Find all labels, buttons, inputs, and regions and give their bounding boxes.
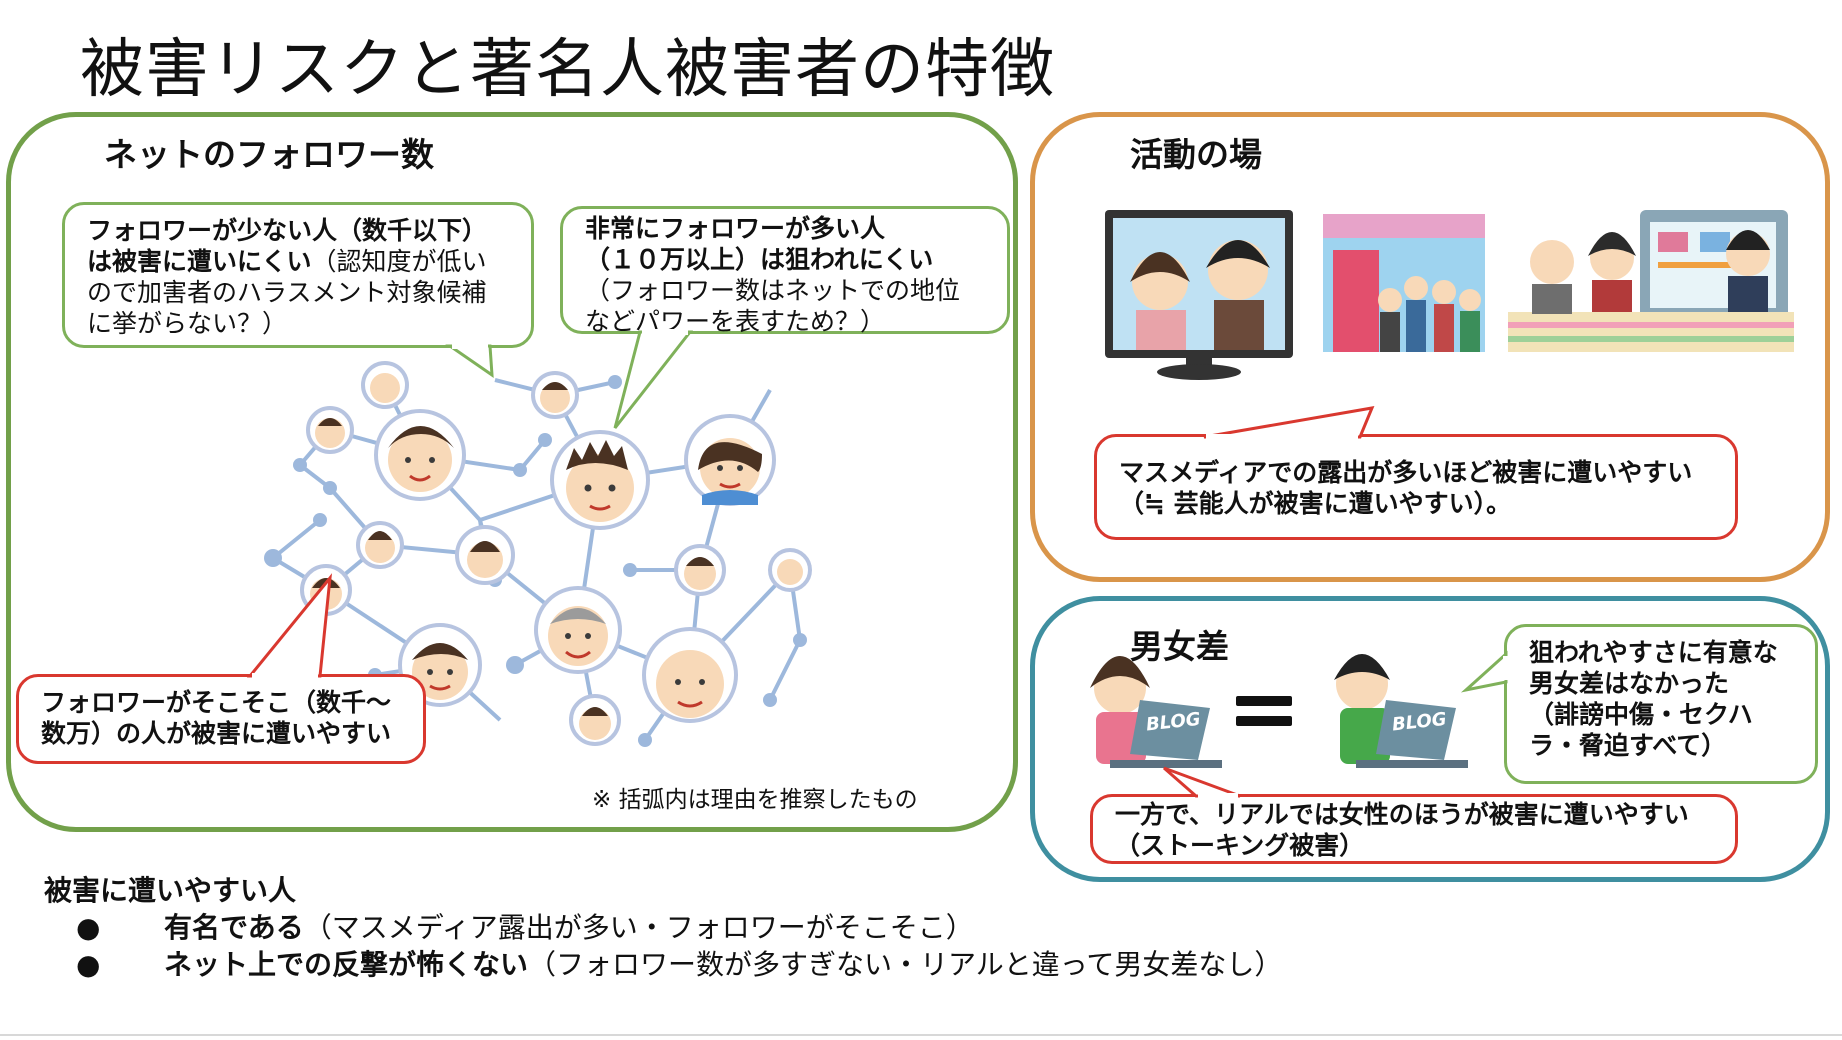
bubble-many-bold1: 非常にフォロワーが多い人 bbox=[585, 214, 886, 243]
tv-image bbox=[1105, 210, 1293, 380]
summary-item-bold: ネット上での反撃が怖くない bbox=[164, 948, 529, 981]
bubble-few-rest2: （認知度が低い bbox=[311, 247, 487, 276]
bubble-few-bold1: フォロワーが少ない人（数千以下） bbox=[87, 216, 488, 245]
gender-heading: 男女差 bbox=[1130, 627, 1229, 666]
bubble-few-line3: ので加害者のハラスメント対象候補 bbox=[87, 278, 487, 307]
summary-heading: 被害に遭いやすい人 bbox=[44, 874, 297, 907]
bubble-mid-line1: フォロワーがそこそこ（数千〜 bbox=[41, 688, 392, 717]
bubble-gender-line1: 狙われやすさに有意な bbox=[1529, 638, 1778, 667]
bubble-media-line1: マスメディアでの露出が多いほど被害に遭いやすい bbox=[1119, 458, 1693, 487]
bubble-real-world-women: 一方で、リアルでは女性のほうが被害に遭いやすい （ストーキング被害） bbox=[1090, 794, 1738, 864]
bubble-media-line2: （≒ 芸能人が被害に遭いやすい）。 bbox=[1119, 489, 1512, 518]
news-studio-image bbox=[1508, 210, 1794, 352]
footnote: ※ 括弧内は理由を推察したもの bbox=[592, 787, 918, 813]
male-blogger-image bbox=[1334, 654, 1468, 768]
bubble-real-line1: 一方で、リアルでは女性のほうが被害に遭いやすい bbox=[1115, 800, 1689, 829]
bottom-divider bbox=[0, 1034, 1842, 1036]
followers-panel bbox=[6, 112, 1018, 832]
bubble-many-line3: （フォロワー数はネットでの地位 bbox=[585, 276, 961, 305]
bubble-mass-media: マスメディアでの露出が多いほど被害に遭いやすい （≒ 芸能人が被害に遭いやすい）… bbox=[1094, 434, 1738, 540]
bubble-many-line4: などパワーを表すため？） bbox=[585, 307, 886, 336]
bubble-mid-line2: 数万）の人が被害に遭いやすい bbox=[41, 719, 392, 748]
bubble-gender-line2: 男女差はなかった bbox=[1529, 669, 1730, 698]
bubble-gender-line3: （誹謗中傷・セクハ bbox=[1529, 700, 1753, 729]
page-title: 被害リスクと著名人被害者の特徴 bbox=[80, 33, 1055, 107]
summary-item-rest: （マスメディア露出が多い・フォロワーがそこそこ） bbox=[303, 911, 974, 944]
venue-heading: 活動の場 bbox=[1130, 135, 1262, 174]
equals-sign bbox=[1236, 696, 1292, 726]
bubble-no-gender-difference: 狙われやすさに有意な 男女差はなかった （誹謗中傷・セクハ ラ・脅迫すべて） bbox=[1504, 624, 1818, 784]
female-blogger-image bbox=[1090, 656, 1222, 768]
bullet-icon: ● bbox=[76, 911, 101, 944]
bubble-real-line2: （ストーキング被害） bbox=[1115, 831, 1365, 860]
bubble-many-followers: 非常にフォロワーが多い人 （１０万以上）は狙われにくい （フォロワー数はネットで… bbox=[560, 206, 1010, 336]
bubble-many-bold2: （１０万以上）は狙われにくい bbox=[585, 245, 934, 274]
summary-item: ● ネット上での反撃が怖くない（フォロワー数が多すぎない・リアルと違って男女差なし… bbox=[44, 946, 1282, 983]
bubble-few-followers: フォロワーが少ない人（数千以下） は被害に遭いにくい（認知度が低い ので加害者の… bbox=[62, 202, 534, 348]
summary-item-rest: （フォロワー数が多すぎない・リアルと違って男女差なし） bbox=[528, 948, 1283, 981]
bubble-few-line4: に挙がらない？） bbox=[87, 309, 288, 338]
summary-item-bold: 有名である bbox=[164, 911, 304, 944]
bubble-few-bold2: は被害に遭いにくい bbox=[87, 247, 312, 276]
summary-item: ● 有名である（マスメディア露出が多い・フォロワーがそこそこ） bbox=[44, 909, 1282, 946]
summary: 被害に遭いやすい人 ● 有名である（マスメディア露出が多い・フォロワーがそこそこ）… bbox=[44, 872, 1282, 983]
stage-image bbox=[1323, 214, 1485, 352]
followers-heading: ネットのフォロワー数 bbox=[104, 135, 434, 174]
venue-panel bbox=[1030, 112, 1830, 582]
gender-panel bbox=[1030, 596, 1830, 882]
bullet-icon: ● bbox=[76, 948, 101, 981]
bubble-mid-followers: フォロワーがそこそこ（数千〜 数万）の人が被害に遭いやすい bbox=[16, 674, 426, 764]
bubble-gender-line4: ラ・脅迫すべて） bbox=[1529, 731, 1727, 760]
